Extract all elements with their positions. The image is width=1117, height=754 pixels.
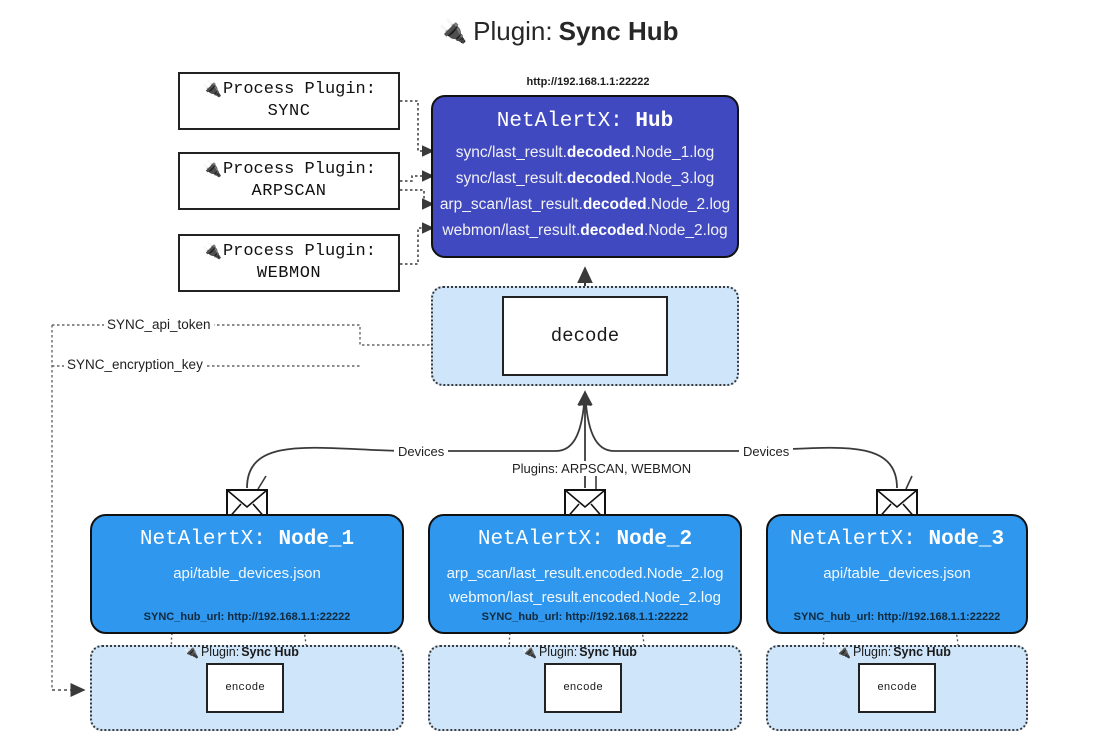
plug-icon: 🔌 bbox=[202, 81, 222, 100]
encode-label-name: Sync Hub bbox=[893, 645, 951, 659]
sync-api-token-label: SYNC_api_token bbox=[104, 317, 214, 332]
encode-label-name: Sync Hub bbox=[241, 645, 299, 659]
encode-box-node-3[interactable]: encode bbox=[858, 663, 936, 713]
log-post: .Node_1.log bbox=[630, 144, 715, 161]
encode-label-name: Sync Hub bbox=[579, 645, 637, 659]
edge-label-devices-right: Devices bbox=[739, 444, 794, 459]
page-title-name: Sync Hub bbox=[558, 16, 679, 46]
log-em: decoded bbox=[580, 222, 644, 239]
log-post: .Node_3.log bbox=[630, 170, 715, 187]
sync-encryption-key-label: SYNC_encryption_key bbox=[64, 357, 206, 372]
log-post: .Node_2.log bbox=[646, 196, 731, 213]
node-file-list: api/table_devices.json bbox=[92, 565, 402, 582]
plug-icon: 🔌 bbox=[836, 645, 851, 659]
node-box-node-1[interactable]: NetAlertX: Node_1 api/table_devices.json… bbox=[90, 514, 404, 634]
process-plugin-label: Process Plugin: bbox=[222, 242, 376, 262]
node-title-name: Node_2 bbox=[616, 528, 693, 551]
hub-log-list: sync/last_result.decoded.Node_1.log sync… bbox=[433, 144, 737, 240]
decode-box[interactable]: decode bbox=[502, 296, 668, 376]
page-title-prefix: Plugin: bbox=[473, 16, 553, 46]
node-title: NetAlertX: Node_1 bbox=[140, 528, 354, 551]
node-title: NetAlertX: Node_2 bbox=[478, 528, 692, 551]
log-em: decoded bbox=[582, 196, 647, 213]
edge-label-plugins: Plugins: ARPSCAN, WEBMON bbox=[508, 461, 696, 476]
log-post: .Node_2.log bbox=[643, 222, 728, 239]
process-plugin-name: ARPSCAN bbox=[251, 182, 327, 201]
node-hub-url-label: SYNC_hub_url: http://192.168.1.1:22222 bbox=[143, 611, 351, 623]
hub-url-label: http://192.168.1.1:22222 bbox=[526, 76, 650, 88]
log-em: decoded bbox=[566, 144, 631, 161]
log-em: decoded bbox=[566, 170, 631, 187]
hub-log-line: webmon/last_result.decoded.Node_2.log bbox=[433, 222, 737, 240]
node-file-line: api/table_devices.json bbox=[173, 565, 321, 582]
node-box-node-2[interactable]: NetAlertX: Node_2 arp_scan/last_result.e… bbox=[428, 514, 742, 634]
node-box-node-3[interactable]: NetAlertX: Node_3 api/table_devices.json… bbox=[766, 514, 1028, 634]
node-title-prefix: NetAlertX: bbox=[139, 528, 266, 551]
process-plugin-name: SYNC bbox=[267, 102, 311, 121]
encode-plugin-label-node-3: 🔌 Plugin: Sync Hub bbox=[836, 645, 951, 659]
node-file-line: webmon/last_result.encoded.Node_2.log bbox=[449, 589, 721, 606]
node-hub-url-label: SYNC_hub_url: http://192.168.1.1:22222 bbox=[793, 611, 1001, 623]
plug-icon: 🔌 bbox=[202, 243, 222, 262]
plug-icon: 🔌 bbox=[184, 645, 199, 659]
node-title-prefix: NetAlertX: bbox=[477, 528, 604, 551]
node-title-prefix: NetAlertX: bbox=[789, 528, 916, 551]
plug-icon: 🔌 bbox=[202, 161, 222, 180]
encode-label-prefix: Plugin: bbox=[200, 645, 240, 659]
plug-icon: 🔌 bbox=[438, 18, 468, 44]
encode-label-prefix: Plugin: bbox=[538, 645, 578, 659]
log-pre: sync/last_result. bbox=[455, 144, 567, 161]
node-file-list: arp_scan/last_result.encoded.Node_2.log … bbox=[430, 565, 740, 606]
encode-box-node-1[interactable]: encode bbox=[206, 663, 284, 713]
encode-box-node-2[interactable]: encode bbox=[544, 663, 622, 713]
process-plugin-label: Process Plugin: bbox=[222, 160, 376, 180]
plug-icon: 🔌 bbox=[522, 645, 537, 659]
edge-label-devices-left: Devices bbox=[394, 444, 449, 459]
hub-log-line: sync/last_result.decoded.Node_1.log bbox=[433, 144, 737, 162]
node-file-line: arp_scan/last_result.encoded.Node_2.log bbox=[446, 565, 724, 582]
node-file-line: api/table_devices.json bbox=[823, 565, 971, 582]
encode-plugin-label-node-1: 🔌 Plugin: Sync Hub bbox=[184, 645, 299, 659]
node-file-list: api/table_devices.json bbox=[768, 565, 1026, 582]
node-title-name: Node_1 bbox=[278, 528, 355, 551]
hub-node[interactable]: NetAlertX: Hub sync/last_result.decoded.… bbox=[431, 95, 739, 258]
log-pre: arp_scan/last_result. bbox=[439, 196, 583, 213]
process-plugin-label: Process Plugin: bbox=[222, 80, 376, 100]
process-plugin-sync[interactable]: 🔌 Process Plugin: SYNC bbox=[178, 72, 400, 130]
node-title: NetAlertX: Node_3 bbox=[790, 528, 1004, 551]
hub-title-prefix: NetAlertX: bbox=[496, 110, 623, 133]
log-pre: webmon/last_result. bbox=[442, 222, 581, 239]
hub-title: NetAlertX: Hub bbox=[497, 110, 673, 133]
log-pre: sync/last_result. bbox=[455, 170, 567, 187]
hub-log-line: sync/last_result.decoded.Node_3.log bbox=[433, 170, 737, 188]
node-title-name: Node_3 bbox=[928, 528, 1005, 551]
process-plugin-arpscan[interactable]: 🔌 Process Plugin: ARPSCAN bbox=[178, 152, 400, 210]
hub-log-line: arp_scan/last_result.decoded.Node_2.log bbox=[433, 196, 737, 214]
page-title: 🔌 Plugin: Sync Hub bbox=[0, 16, 1117, 47]
node-hub-url-label: SYNC_hub_url: http://192.168.1.1:22222 bbox=[481, 611, 689, 623]
process-plugin-name: WEBMON bbox=[256, 264, 322, 283]
encode-label-prefix: Plugin: bbox=[852, 645, 892, 659]
encode-plugin-label-node-2: 🔌 Plugin: Sync Hub bbox=[522, 645, 637, 659]
process-plugin-webmon[interactable]: 🔌 Process Plugin: WEBMON bbox=[178, 234, 400, 292]
hub-title-name: Hub bbox=[635, 110, 674, 133]
